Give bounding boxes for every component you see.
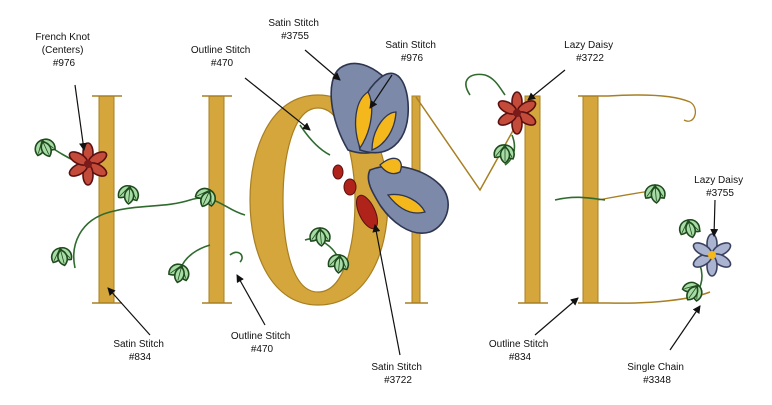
- callout-satin-976: Satin Stitch #976: [385, 40, 438, 64]
- leaf-cluster-11: [676, 275, 709, 308]
- arrow-icon: [236, 274, 266, 326]
- flower-icon: [68, 142, 108, 186]
- callout-satin-3722: Satin Stitch #3722: [371, 362, 424, 386]
- arrow-icon: [244, 77, 311, 131]
- callout-outline-834: Outline Stitch #834: [489, 339, 551, 363]
- arrow-icon: [669, 305, 701, 351]
- callout-outline-470-bottom: Outline Stitch #470: [231, 331, 293, 355]
- letter-h: [92, 95, 232, 304]
- leaf-cluster-2: [47, 243, 76, 268]
- leaf-cluster-10: [675, 215, 704, 240]
- arrow-icon: [527, 69, 566, 101]
- leaf-cluster-3: [114, 181, 143, 206]
- leaf-cluster-9: [642, 182, 668, 203]
- arrow-icon: [534, 297, 579, 336]
- leaf-cluster-1: [29, 133, 60, 161]
- arrow-icon: [710, 199, 719, 237]
- callout-lazy-daisy-3755: Lazy Daisy #3755: [694, 175, 746, 199]
- callout-lazy-daisy-3722: Lazy Daisy #3722: [564, 40, 616, 64]
- leaf-cluster-6: [307, 225, 333, 246]
- callout-french-knot: French Knot (Centers) #976: [35, 32, 92, 69]
- callout-single-chain: Single Chain #3348: [627, 362, 687, 386]
- flower-icon: [692, 233, 732, 277]
- callout-satin-3755: Satin Stitch #3755: [268, 18, 321, 42]
- arrow-icon: [304, 49, 341, 81]
- callout-arrows: [74, 49, 719, 356]
- callout-outline-470-top: Outline Stitch #470: [191, 45, 253, 69]
- flower-icon: [497, 91, 537, 135]
- leaf-cluster-5: [164, 258, 195, 286]
- arrow-icon: [107, 287, 151, 336]
- arrow-icon: [372, 224, 401, 356]
- arrow-icon: [74, 84, 88, 151]
- callout-satin-834: Satin Stitch #834: [113, 339, 166, 363]
- butterfly-icon: [330, 62, 449, 234]
- arrow-icon: [369, 74, 393, 109]
